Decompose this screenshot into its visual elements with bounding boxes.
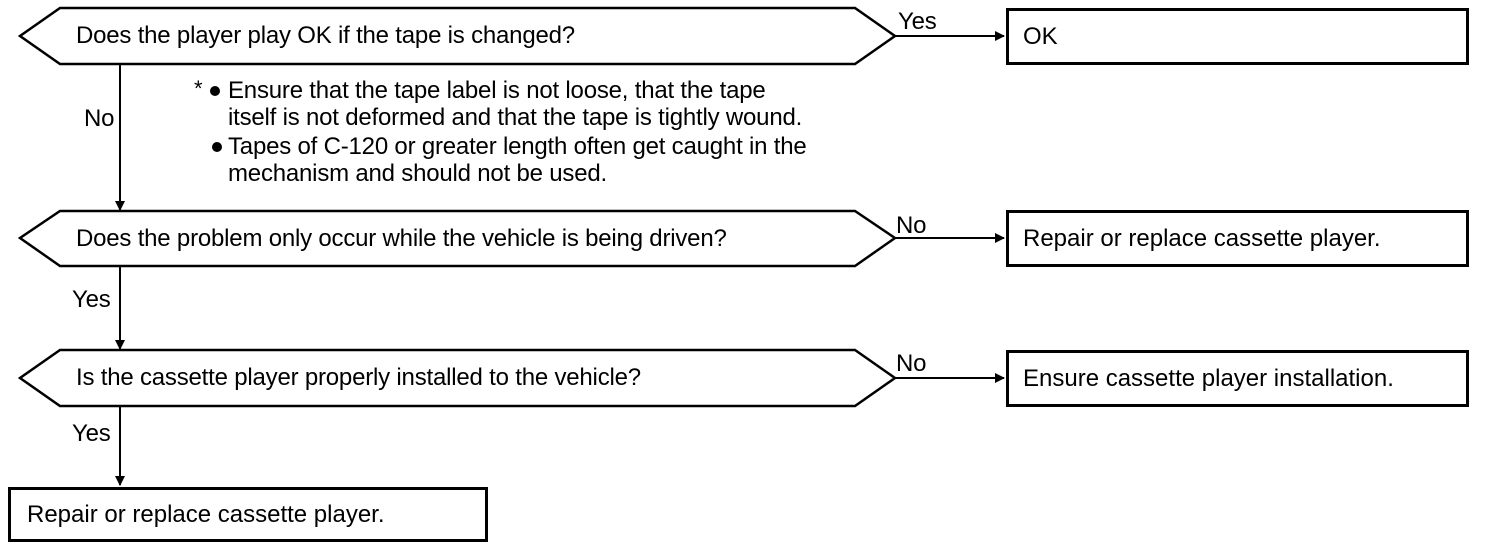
bullet-1-icon: [210, 86, 220, 96]
decision-2-text: Does the problem only occur while the ve…: [76, 225, 727, 252]
result-repair-text-2: Repair or replace cassette player.: [27, 500, 385, 528]
note-bullet-2-line-1: Tapes of C-120 or greater length often g…: [228, 133, 807, 160]
result-ok-box: OK: [1006, 8, 1469, 65]
label-d1-no: No: [84, 105, 115, 132]
result-ensure-installation-text: Ensure cassette player installation.: [1023, 364, 1394, 392]
label-d3-yes: Yes: [72, 420, 111, 447]
result-ok-text: OK: [1023, 22, 1058, 50]
label-d2-no: No: [896, 212, 927, 239]
result-repair-text-1: Repair or replace cassette player.: [1023, 224, 1381, 252]
bullet-2-icon: [212, 142, 222, 152]
note-bullet-1-line-2: itself is not deformed and that the tape…: [228, 104, 803, 131]
note-bullet-1-line-1: Ensure that the tape label is not loose,…: [228, 77, 766, 104]
note-marker: *: [194, 76, 203, 101]
decision-2-shape: [17, 209, 898, 268]
label-d3-no: No: [896, 350, 927, 377]
decision-3-shape: [17, 348, 898, 408]
result-repair-box-1: Repair or replace cassette player.: [1006, 210, 1469, 267]
decision-3-text: Is the cassette player properly installe…: [76, 364, 641, 391]
label-d1-yes: Yes: [898, 8, 937, 35]
decision-1-shape: [17, 6, 898, 66]
decision-1-text: Does the player play OK if the tape is c…: [76, 22, 575, 49]
label-d2-yes: Yes: [72, 286, 111, 313]
note-bullet-2-line-2: mechanism and should not be used.: [228, 160, 607, 187]
result-ensure-installation-box: Ensure cassette player installation.: [1006, 350, 1469, 407]
result-repair-box-2: Repair or replace cassette player.: [8, 487, 488, 542]
